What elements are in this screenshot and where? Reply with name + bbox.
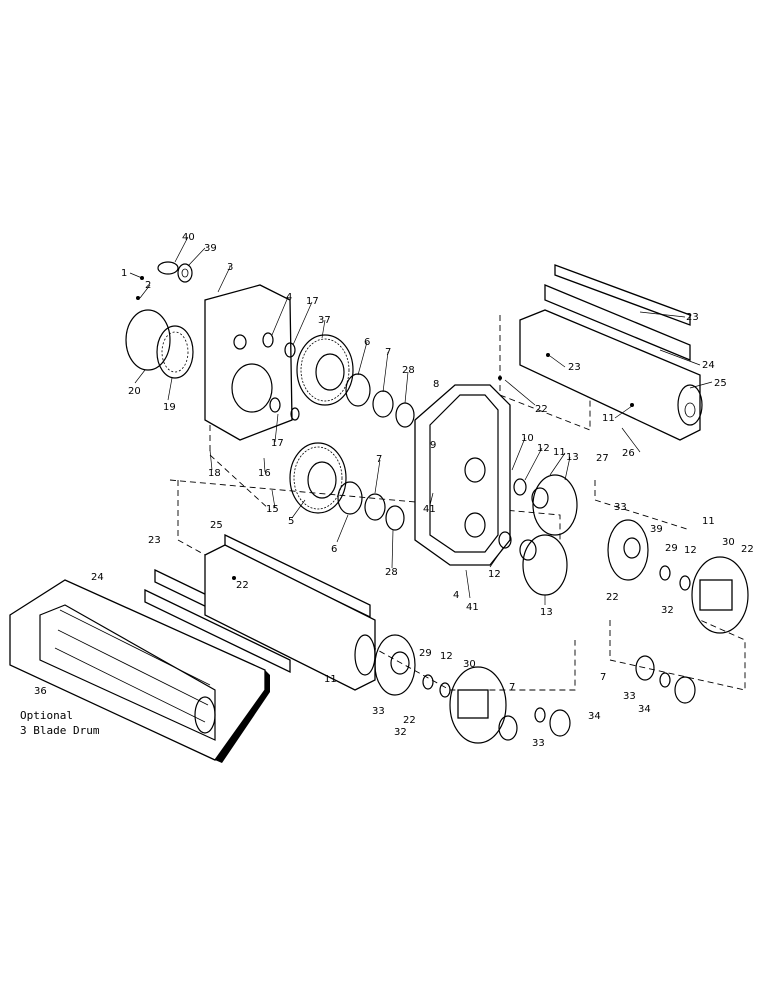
caption-line-1: Optional xyxy=(20,709,73,722)
callout-33-right: 33 xyxy=(623,691,636,702)
callout-23-lower: 23 xyxy=(148,535,161,546)
callout-17: 16 xyxy=(258,468,271,479)
callout-25-lower: 25 xyxy=(210,520,223,531)
callout-19: 19 xyxy=(163,402,176,413)
callout-13-upper: 13 xyxy=(566,452,579,463)
callout-33-lower: 33 xyxy=(532,738,545,749)
callout-18: 18 xyxy=(208,468,221,479)
callout-15: 15 xyxy=(266,504,279,515)
callout-28-lower: 28 xyxy=(385,567,398,578)
optional-3-blade-drum xyxy=(9,579,270,763)
callout-29-lower: 29 xyxy=(419,648,432,659)
callout-22-lower-b: 22 xyxy=(403,715,416,726)
callout-12-upper: 12 xyxy=(537,443,550,454)
callout-23-upper: 23 xyxy=(686,312,699,323)
callout-34-lower: 34 xyxy=(588,711,601,722)
callout-7-upper: 7 xyxy=(385,347,391,358)
callout-11-upper: 11 xyxy=(602,413,615,424)
callout-4-lower: 4 xyxy=(453,590,459,601)
callout-36: 36 xyxy=(34,686,47,697)
callout-32-right: 32 xyxy=(661,605,674,616)
callout-41: 41 xyxy=(466,602,479,613)
upper-right-drum xyxy=(519,264,703,441)
callout-8: 8 xyxy=(433,379,439,390)
callout-24-upper: 24 xyxy=(702,360,715,371)
upper-gear-train xyxy=(262,332,415,428)
callout-22-right-a: 22 xyxy=(741,544,754,555)
callout-24-lower: 24 xyxy=(91,572,104,583)
callout-22-right-b: 22 xyxy=(606,592,619,603)
callout-12-right: 12 xyxy=(684,545,697,556)
callout-28-upper: 28 xyxy=(402,365,415,376)
callout-39: 39 xyxy=(650,524,663,535)
output-flanges xyxy=(498,474,578,596)
callout-40: 41 xyxy=(423,504,436,515)
callout-30-lower: 30 xyxy=(463,659,476,670)
callout-12-lower: 12 xyxy=(488,569,501,580)
callout-20: 20 xyxy=(128,386,141,397)
callout-29-right: 29 xyxy=(665,543,678,554)
lower-centre-bearing-set xyxy=(374,634,571,744)
callout-31-right: 33 xyxy=(614,502,627,513)
callout-9: 9 xyxy=(430,440,436,451)
callout-7-lower: 7 xyxy=(376,454,382,465)
callout-6-upper: 6 xyxy=(364,337,370,348)
callout-11-right: 11 xyxy=(702,516,715,527)
callout-7-lower-b: 7 xyxy=(509,682,515,693)
callout-labels: 40 39 1 2 3 4 17 37 6 7 28 8 20 19 22 23… xyxy=(34,232,754,749)
callout-7-right: 7 xyxy=(600,672,606,683)
callout-4-upper: 4 xyxy=(286,292,292,303)
lower-gear-train xyxy=(289,442,405,531)
callout-22-upper: 23 xyxy=(568,362,581,373)
callout-34-right: 34 xyxy=(638,704,651,715)
callout-35: 37 xyxy=(318,315,331,326)
lower-middle-drum xyxy=(144,533,376,691)
callout-31-lower: 33 xyxy=(372,706,385,717)
callout-2: 2 xyxy=(145,280,151,291)
callout-37: 39 xyxy=(204,243,217,254)
leader-lines xyxy=(129,236,713,605)
callout-12-lower-b: 12 xyxy=(440,651,453,662)
callout-1: 1 xyxy=(121,268,127,279)
callout-30-right: 30 xyxy=(722,537,735,548)
callout-16-lower: 17 xyxy=(271,438,284,449)
callout-26: 26 xyxy=(622,448,635,459)
callout-13-lower: 13 xyxy=(540,607,553,618)
callout-25-upper: 25 xyxy=(714,378,727,389)
callout-5: 5 xyxy=(288,516,294,527)
callout-3: 3 xyxy=(227,262,233,273)
gearbox-housing xyxy=(414,376,511,566)
callout-32-lower: 32 xyxy=(394,727,407,738)
callout-10: 10 xyxy=(521,433,534,444)
callout-11-lower: 11 xyxy=(324,674,337,685)
callout-22-lower-a: 22 xyxy=(236,580,249,591)
callout-38: 40 xyxy=(182,232,195,243)
callout-11-mid: 11 xyxy=(553,447,566,458)
callout-16-upper: 17 xyxy=(306,296,319,307)
right-bearing-set xyxy=(607,519,749,704)
callout-27: 27 xyxy=(596,453,609,464)
callout-6-lower: 6 xyxy=(331,544,337,555)
caption-line-2: 3 Blade Drum xyxy=(20,724,100,737)
callout-21: 22 xyxy=(535,404,548,415)
